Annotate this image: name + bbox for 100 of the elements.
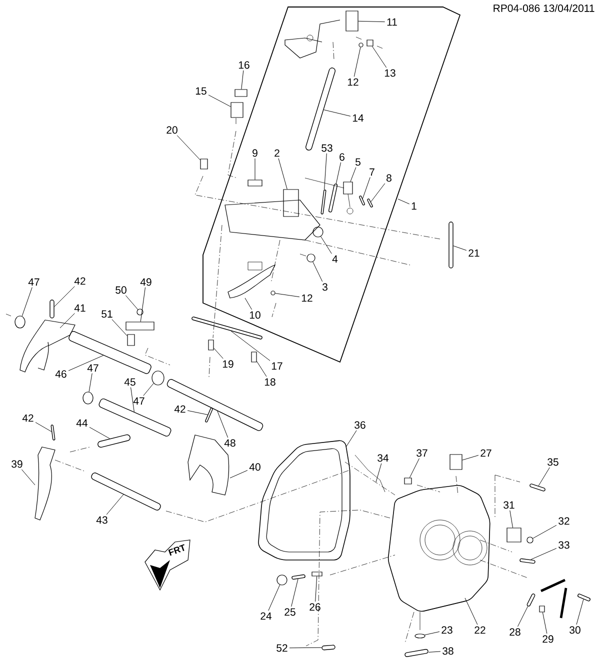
callout-number: 22 xyxy=(474,626,486,634)
part-drawing xyxy=(404,649,428,657)
callout-number: 39 xyxy=(12,460,22,468)
callout-number: 30 xyxy=(570,626,580,634)
leader-line xyxy=(230,470,248,478)
callout-number: 45 xyxy=(124,378,136,386)
leader-line xyxy=(324,153,327,190)
leader-line xyxy=(320,236,332,254)
part-drawing xyxy=(404,478,412,484)
callout-number: 29 xyxy=(542,635,554,643)
part-drawing xyxy=(526,536,534,544)
callout-number: 49 xyxy=(140,278,152,286)
leader-line xyxy=(424,631,440,636)
part-drawing xyxy=(91,472,161,510)
callout-number: 14 xyxy=(352,114,364,122)
callout-number: 2 xyxy=(274,149,280,157)
leader-line xyxy=(354,47,361,77)
leader-line xyxy=(350,167,356,182)
callout-number: 8 xyxy=(386,174,392,182)
callout-number: 33 xyxy=(558,541,570,549)
leader-line xyxy=(428,651,441,652)
callout-number: 52 xyxy=(276,644,288,652)
callout-number: 53 xyxy=(322,144,332,152)
part-drawing xyxy=(166,379,264,431)
part-drawing xyxy=(322,644,336,650)
leader-line xyxy=(21,469,36,486)
callout-number: 23 xyxy=(442,626,452,634)
part-drawing xyxy=(208,340,214,350)
callout-number: 10 xyxy=(250,311,260,319)
part-drawing xyxy=(283,189,299,217)
part-drawing xyxy=(251,352,257,362)
part-drawing xyxy=(230,102,244,118)
callout-number: 35 xyxy=(548,458,558,466)
leader-line xyxy=(278,158,288,190)
leader-line xyxy=(54,286,75,307)
part-drawing xyxy=(450,454,462,470)
part-drawing xyxy=(414,634,426,638)
part-drawing xyxy=(292,574,306,580)
part-drawing xyxy=(526,594,536,606)
part-drawing xyxy=(306,254,316,262)
part-drawing xyxy=(358,42,364,48)
leader-line xyxy=(372,46,387,68)
part-drawing xyxy=(506,528,522,542)
leader-line xyxy=(336,162,342,184)
part-drawing xyxy=(276,574,288,586)
leader-line xyxy=(241,70,244,90)
part-drawing xyxy=(248,180,262,186)
callout-number: 31 xyxy=(504,501,514,509)
leader-line xyxy=(68,355,104,371)
part-drawing xyxy=(366,40,374,46)
part-drawing xyxy=(448,222,454,268)
callout-number: 21 xyxy=(468,249,480,257)
callout-number: 25 xyxy=(284,608,296,616)
leader-line xyxy=(289,647,322,648)
leader-line xyxy=(517,606,528,627)
part-drawing xyxy=(50,300,54,318)
callout-number: 44 xyxy=(76,419,88,427)
part-drawing xyxy=(539,606,545,612)
callout-number: 43 xyxy=(96,516,108,524)
callout-number: 47 xyxy=(133,397,144,405)
leader-line xyxy=(530,548,557,560)
leader-line xyxy=(542,612,548,634)
part-drawing xyxy=(14,316,26,328)
callout-number: 41 xyxy=(74,304,86,312)
callout-number: 51 xyxy=(102,310,112,318)
leader-line xyxy=(88,373,92,392)
callout-number: 38 xyxy=(442,647,454,655)
direction-label: FRT xyxy=(168,544,184,556)
leader-line xyxy=(291,578,298,607)
leader-line xyxy=(256,361,267,377)
callout-number: 17 xyxy=(272,362,282,370)
part-drawing xyxy=(367,198,373,208)
part-drawing xyxy=(50,424,56,440)
part-drawing xyxy=(578,594,590,602)
part-drawing xyxy=(306,68,336,150)
leader-line xyxy=(187,410,208,415)
callout-number: 42 xyxy=(22,414,34,422)
part-drawing xyxy=(82,392,94,404)
part-drawing xyxy=(98,398,172,437)
leader-line xyxy=(217,410,228,438)
callout-number: 42 xyxy=(74,277,86,285)
leader-line xyxy=(409,458,420,478)
leader-line xyxy=(130,387,134,412)
leader-line xyxy=(362,177,370,199)
callout-number: 50 xyxy=(116,286,126,294)
callout-number: 18 xyxy=(264,378,276,386)
leader-line xyxy=(532,524,557,539)
callout-number: 24 xyxy=(260,612,272,620)
part-drawing xyxy=(520,558,536,564)
leader-line xyxy=(244,298,252,310)
leader-line xyxy=(214,348,224,359)
callout-number: 32 xyxy=(558,517,570,525)
leader-line xyxy=(125,295,138,310)
leader-line xyxy=(275,293,300,298)
leader-line xyxy=(112,319,128,336)
part-drawing xyxy=(152,370,164,386)
callout-number: 34 xyxy=(378,454,389,462)
part-drawing xyxy=(234,89,248,97)
leader-line xyxy=(398,198,410,204)
leader-line xyxy=(140,287,146,322)
